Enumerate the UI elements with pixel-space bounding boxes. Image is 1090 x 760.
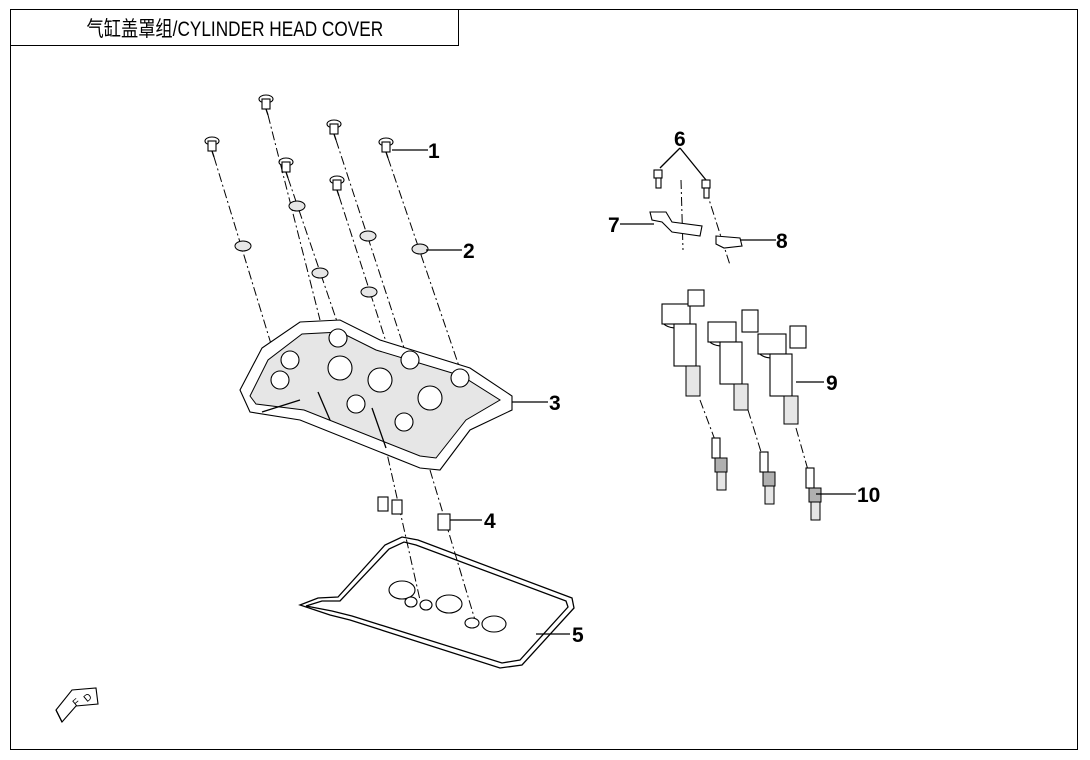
spark-plug <box>711 437 728 491</box>
dowel-pin-group <box>377 496 451 531</box>
callout-10: 10 <box>857 484 880 507</box>
small-bolt <box>701 179 711 199</box>
washer-group <box>234 200 429 298</box>
callout-3: 3 <box>549 392 561 415</box>
leader-lines <box>392 147 856 635</box>
spark-plug-group <box>711 437 822 521</box>
bolt <box>278 157 294 179</box>
spark-plug <box>759 451 776 505</box>
svg-text:F: F <box>71 697 83 709</box>
spark-plug <box>805 467 822 521</box>
callout-2: 2 <box>463 240 475 263</box>
callout-1: 1 <box>428 140 440 163</box>
callout-8: 8 <box>776 230 788 253</box>
ignition-coil <box>661 289 705 397</box>
small-bolt-group <box>653 169 711 199</box>
bolt <box>204 136 220 158</box>
bolt-group <box>204 94 394 197</box>
callout-4: 4 <box>484 510 496 533</box>
bolt <box>329 175 345 197</box>
bolt <box>378 137 394 159</box>
ignition-coil <box>757 325 807 425</box>
callout-5: 5 <box>572 624 584 647</box>
page-title: 气缸盖罩组/CYLINDER HEAD COVER <box>86 17 383 41</box>
fwd-arrow-icon: F D <box>55 687 99 723</box>
ignition-coil-group <box>661 289 807 425</box>
callout-6: 6 <box>674 128 686 151</box>
small-bolt <box>653 169 663 189</box>
cylinder-head-cover <box>239 319 513 471</box>
bolt <box>326 119 342 141</box>
drawing-frame <box>10 9 1078 750</box>
callout-7: 7 <box>608 214 620 237</box>
ignition-coil <box>707 309 759 411</box>
callout-9: 9 <box>826 372 838 395</box>
mounting-bracket <box>649 211 703 237</box>
wire-clamp <box>715 235 743 249</box>
title-box: 气缸盖罩组/CYLINDER HEAD COVER <box>10 9 459 46</box>
cover-gasket <box>298 536 575 669</box>
bolt <box>258 94 274 116</box>
